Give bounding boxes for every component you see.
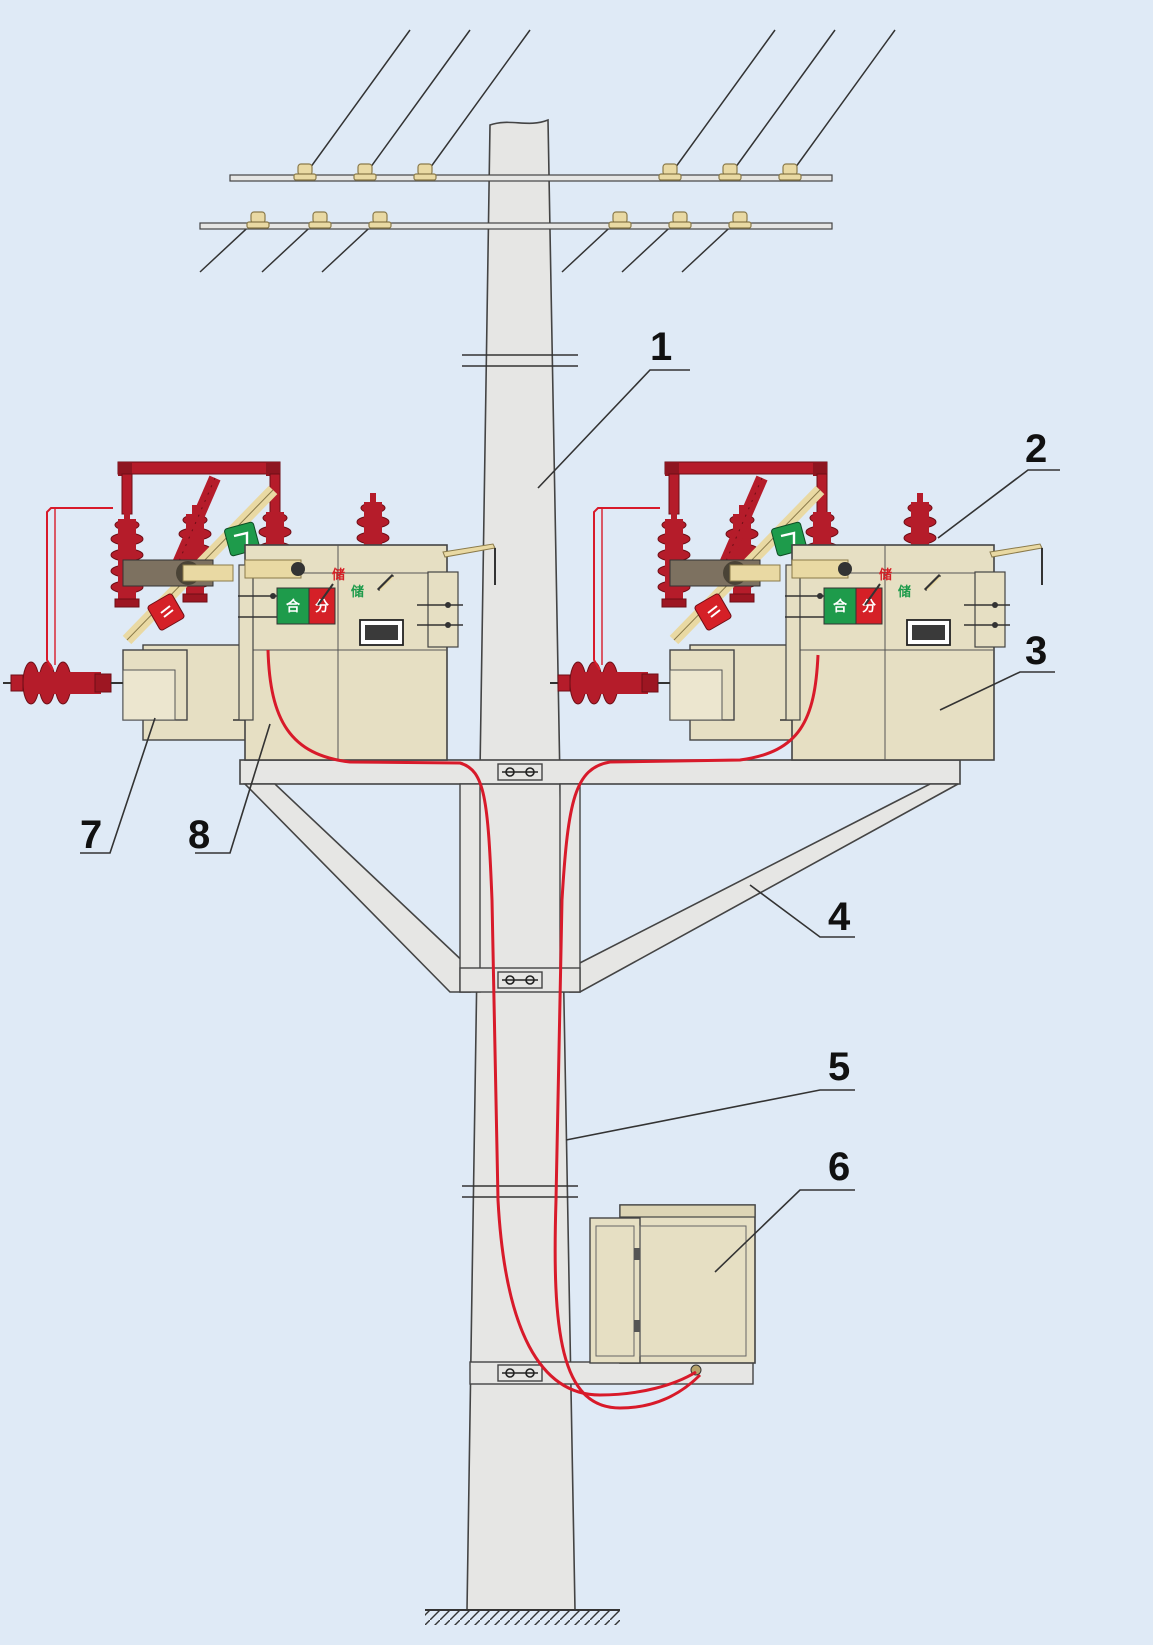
callout-5: 5 [828, 1045, 850, 1089]
ground-symbol [425, 1609, 620, 1625]
callout-3: 3 [1025, 629, 1047, 673]
callout-4: 4 [828, 895, 851, 939]
callout-2: 2 [1025, 427, 1047, 471]
crossarms [199, 163, 833, 230]
leader-lines [80, 369, 1060, 1273]
switchgear-unit-left [3, 462, 495, 760]
switchgear-unit-right [550, 462, 1042, 760]
control-cable [266, 649, 820, 1410]
callout-7: 7 [80, 813, 102, 857]
mounting-bracket [239, 759, 961, 993]
callout-8: 8 [188, 813, 210, 857]
callout-1: 1 [650, 325, 672, 369]
callout-6: 6 [828, 1145, 850, 1189]
control-box-bracket [469, 1361, 754, 1385]
control-box [589, 1204, 756, 1376]
